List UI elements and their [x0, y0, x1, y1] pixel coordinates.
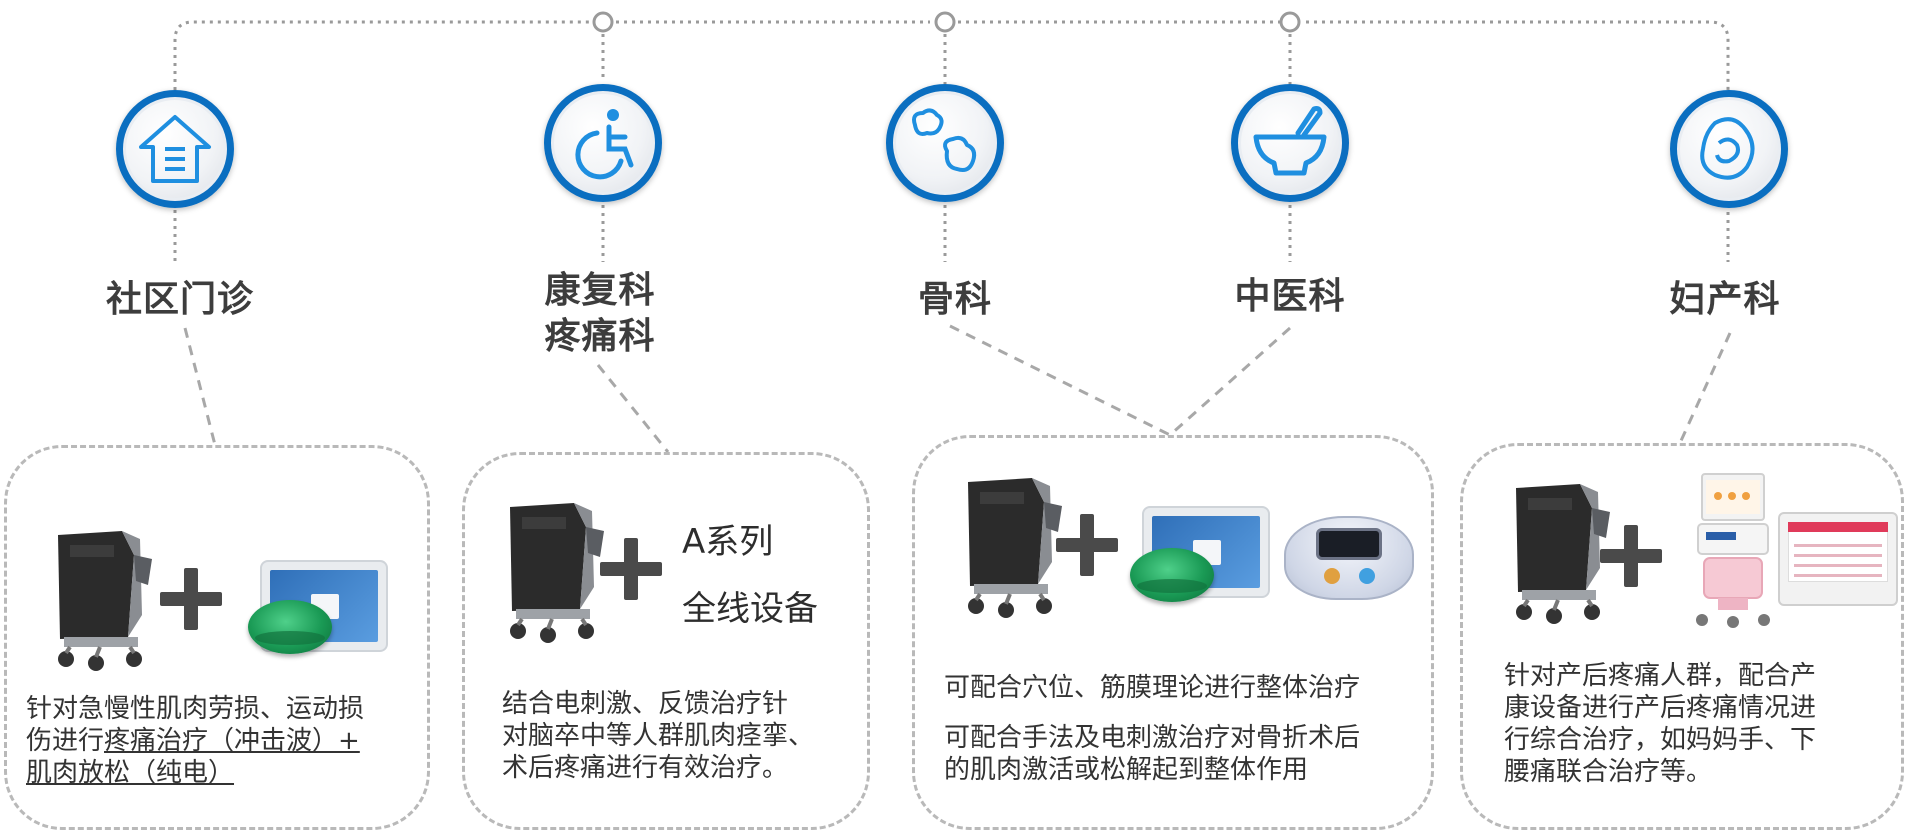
a-series-label: A系列 — [682, 522, 774, 562]
plus-icon — [1056, 514, 1118, 576]
shockwave-device-image-2 — [510, 503, 604, 643]
card-2-line-3: 术后疼痛进行有效治疗。 — [502, 753, 789, 783]
dept-gynecology: 妇产科 — [1669, 279, 1781, 320]
card-orthopedics-tcm — [912, 435, 1434, 830]
community-clinic-icon-circle — [116, 90, 234, 208]
full-line-equipment-label: 全线设备 — [682, 589, 818, 629]
shockwave-device-image-4 — [1516, 484, 1610, 624]
card-4-description: 针对产后疼痛人群，配合产 康设备进行产后疼痛情况进 行综合治疗，如妈妈手、下 腰… — [1504, 660, 1884, 788]
house-icon — [139, 115, 211, 183]
card-community-clinic — [4, 445, 430, 830]
wheelchair-icon — [575, 109, 634, 180]
plus-icon — [1600, 525, 1662, 587]
card-3-line-2: 的肌肉激活或松解起到整体作用 — [944, 755, 1309, 785]
card-3-line-1: 可配合手法及电刺激治疗对骨折术后 — [944, 723, 1361, 753]
card-3-description-b: 可配合手法及电刺激治疗对骨折术后 的肌肉激活或松解起到整体作用 — [944, 722, 1414, 786]
card-4-line-2: 康设备进行产后疼痛情况进 — [1504, 693, 1817, 723]
bone-icon — [912, 108, 977, 172]
rehab-icon-circle — [544, 84, 662, 202]
electrode-puck-image — [1130, 548, 1214, 602]
postpartum-cart-image — [1696, 473, 1770, 628]
card-1-line-3: 肌肉放松（纯电） — [26, 758, 235, 788]
plus-icon — [160, 568, 222, 630]
card-4-line-1: 针对产后疼痛人群，配合产 — [1504, 661, 1817, 691]
shockwave-device-image — [58, 531, 152, 671]
card-1-line-2: 伤进行疼痛治疗（冲击波）+ — [26, 726, 360, 756]
uterus-icon — [1700, 117, 1755, 180]
card-rehab-pain — [462, 452, 870, 830]
dept-tcm: 中医科 — [1234, 276, 1346, 317]
dept-pain-label: 疼痛科 — [544, 316, 656, 357]
card-2-line-1: 结合电刺激、反馈治疗针 — [502, 689, 789, 719]
pelvic-monitor-image — [1778, 512, 1898, 606]
card-2-description: 结合电刺激、反馈治疗针 对脑卒中等人群肌肉痉挛、 术后疼痛进行有效治疗。 — [502, 688, 852, 784]
mortar-pestle-icon — [1253, 106, 1327, 176]
card-2-line-2: 对脑卒中等人群肌肉痉挛、 — [502, 721, 815, 751]
electrode-puck-image — [248, 600, 332, 654]
dept-orthopedics: 骨科 — [917, 279, 992, 320]
dept-community-clinic: 社区门诊 — [105, 279, 254, 320]
card-gynecology — [1460, 443, 1904, 830]
card-1-description: 针对急慢性肌肉劳损、运动损 伤进行疼痛治疗（冲击波）+ 肌肉放松（纯电） — [26, 693, 421, 789]
stimulator-console-image — [1284, 516, 1414, 600]
tcm-icon-circle — [1231, 84, 1349, 202]
shockwave-device-image-3 — [968, 478, 1062, 618]
gynecology-icon-circle — [1670, 90, 1788, 208]
card-4-line-3: 行综合治疗，如妈妈手、下 — [1504, 725, 1817, 755]
plus-icon — [600, 538, 662, 600]
card-3-description-a: 可配合穴位、筋膜理论进行整体治疗 — [944, 673, 1361, 703]
card-4-line-4: 腰痛联合治疗等。 — [1504, 757, 1713, 787]
orthopedics-icon-circle — [886, 84, 1004, 202]
dept-rehab-label: 康复科 — [544, 270, 656, 311]
dept-rehab-pain: 康复科 疼痛科 — [525, 268, 675, 360]
card-1-line-1: 针对急慢性肌肉劳损、运动损 — [26, 694, 365, 724]
